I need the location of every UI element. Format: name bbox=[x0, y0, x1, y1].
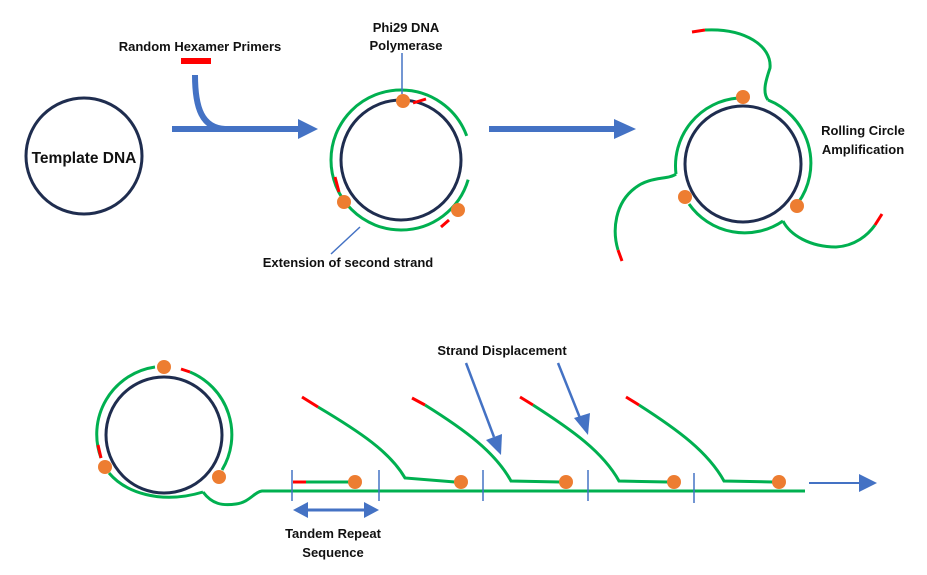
step2-arrow-group bbox=[489, 119, 636, 139]
strand-displacement-pointer-2 bbox=[556, 362, 582, 419]
primer-icon bbox=[181, 58, 211, 64]
primer-segment bbox=[180, 367, 191, 374]
primer-segment bbox=[440, 218, 450, 229]
phi29-label-line2: Polymerase bbox=[370, 38, 443, 53]
random-hexamer-primers-label: Random Hexamer Primers bbox=[119, 39, 282, 54]
template-dna-circle-2 bbox=[339, 98, 463, 222]
primer-segment bbox=[873, 213, 884, 226]
template-dna-step: Template DNA bbox=[24, 96, 144, 216]
displaced-strand-2 bbox=[411, 396, 573, 489]
phi29-polymerase bbox=[157, 360, 171, 374]
displaced-strand-4 bbox=[625, 395, 786, 489]
rca-label-line1: Rolling Circle bbox=[821, 123, 905, 138]
tandem-arrow-head-right bbox=[364, 502, 379, 518]
new-strand-segment bbox=[107, 472, 204, 499]
displaced-strand-1 bbox=[301, 395, 468, 489]
phi29-polymerase bbox=[678, 190, 692, 204]
primer-annealing-arrow: Random Hexamer Primers bbox=[119, 39, 318, 139]
extension-callout-line bbox=[330, 226, 361, 255]
displaced-strand bbox=[781, 220, 877, 249]
template-dna-circle bbox=[24, 96, 144, 216]
phi29-label-line1: Phi29 DNA bbox=[373, 20, 440, 35]
displaced-strand-3 bbox=[519, 395, 681, 489]
primer-segment bbox=[333, 176, 341, 193]
new-strand-segment bbox=[767, 98, 813, 204]
displaced-strand bbox=[613, 172, 677, 251]
strand-displacement-pointer-2-head bbox=[574, 413, 590, 435]
phi29-polymerase bbox=[348, 475, 362, 489]
phi29-polymerase bbox=[396, 94, 410, 108]
primer-segment bbox=[691, 28, 706, 34]
phi29-polymerase bbox=[451, 203, 465, 217]
step2-arrow-head bbox=[614, 119, 636, 139]
strand-displacement-label: Strand Displacement bbox=[437, 343, 567, 358]
tandem-repeat-label-line1: Tandem Repeat bbox=[285, 526, 382, 541]
new-strand-segment bbox=[95, 365, 156, 459]
primed-circle-step: Phi29 DNA Polymerase Extension of second… bbox=[263, 20, 473, 270]
new-strand-segment bbox=[189, 370, 234, 471]
primer-segment bbox=[616, 249, 624, 262]
phi29-polymerase bbox=[337, 195, 351, 209]
template-dna-circle-3 bbox=[683, 104, 803, 224]
rca-label-line2: Amplification bbox=[822, 142, 904, 157]
strand-displacement-pointer-1-head bbox=[486, 434, 502, 455]
tandem-arrow-head-left bbox=[293, 502, 308, 518]
strand-displacement-step: Tandem Repeat Sequence Strand Displaceme… bbox=[95, 343, 877, 560]
template-dna-label: Template DNA bbox=[32, 150, 137, 167]
template-dna-circle-4 bbox=[104, 375, 224, 495]
displaced-strand bbox=[704, 28, 772, 101]
primer-segment bbox=[96, 444, 103, 459]
new-strand-segment bbox=[674, 96, 739, 175]
extension-second-strand-label: Extension of second strand bbox=[263, 255, 434, 270]
step1-arrow-head bbox=[298, 119, 318, 139]
primer-segment bbox=[412, 97, 427, 105]
strand-displacement-pointer-1 bbox=[464, 362, 496, 438]
phi29-polymerase bbox=[736, 90, 750, 104]
direction-arrow-head bbox=[859, 474, 877, 492]
phi29-polymerase bbox=[790, 199, 804, 213]
phi29-polymerase bbox=[212, 470, 226, 484]
rolling-circle-step: Rolling Circle Amplification bbox=[613, 28, 905, 262]
phi29-polymerase bbox=[98, 460, 112, 474]
new-strand-circle-2 bbox=[329, 88, 473, 232]
loop-connector bbox=[201, 489, 805, 507]
tandem-repeat-label-line2: Sequence bbox=[302, 545, 363, 560]
new-strand-segment bbox=[687, 203, 784, 235]
primer-joining-arrow bbox=[192, 74, 226, 132]
